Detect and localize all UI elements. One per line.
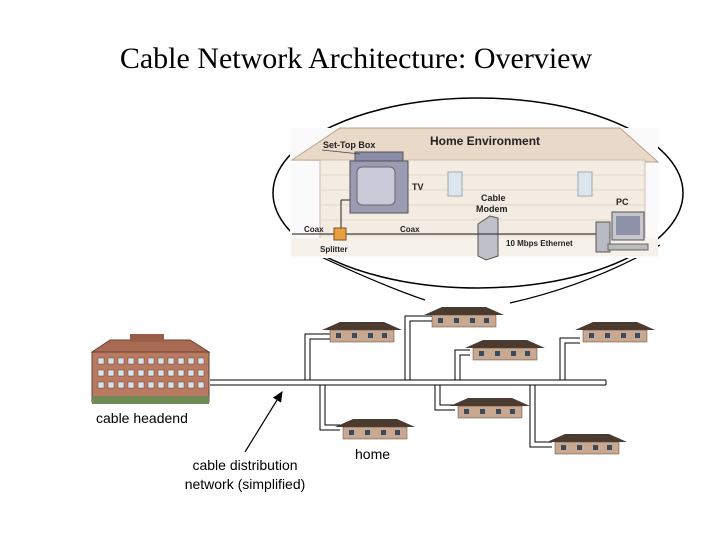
pc-tower xyxy=(595,221,611,253)
home-environment-inset: Home Environment Set-Top Box TV Cable Mo… xyxy=(290,127,660,261)
home-house-3 xyxy=(465,340,545,361)
house-window xyxy=(577,171,593,197)
coax-left-label: Coax xyxy=(304,225,324,234)
cable-modem xyxy=(477,215,499,261)
home-house-7 xyxy=(547,434,627,455)
set-top-box xyxy=(354,151,404,162)
home-house-1 xyxy=(322,322,402,343)
cable-headend-label: cable headend xyxy=(96,410,188,426)
distribution-arrow xyxy=(244,390,283,453)
distribution-label-line-1: cable distribution xyxy=(192,457,298,473)
set-top-box-label: Set-Top Box xyxy=(323,140,375,150)
home-house-4 xyxy=(575,322,655,343)
zoom-ellipse xyxy=(272,97,684,289)
house-window xyxy=(447,171,463,197)
splitter-label: Splitter xyxy=(320,245,348,254)
cable-modem-label-2: Modem xyxy=(476,204,508,214)
tv-label: TV xyxy=(412,182,424,192)
ethernet-label: 10 Mbps Ethernet xyxy=(506,239,573,248)
coax-right-label: Coax xyxy=(400,225,420,234)
tv-screen xyxy=(356,166,396,206)
pc-label: PC xyxy=(616,197,629,207)
cable-modem-label-1: Cable xyxy=(481,193,506,203)
splitter xyxy=(333,227,347,241)
distribution-branches xyxy=(304,315,580,448)
home-label: home xyxy=(355,446,391,462)
inset-header: Home Environment xyxy=(430,134,540,148)
cable-headend-building xyxy=(90,334,211,404)
home-house-2 xyxy=(424,307,504,328)
pc-keyboard xyxy=(607,243,649,251)
distribution-trunk xyxy=(210,379,607,386)
distribution-label: cable distribution network (simplified) xyxy=(160,456,330,494)
home-house-6 xyxy=(450,398,530,419)
home-house-5 xyxy=(335,419,415,440)
distribution-label-line-2: network (simplified) xyxy=(184,476,306,492)
slide-title: Cable Network Architecture: Overview xyxy=(119,42,593,75)
